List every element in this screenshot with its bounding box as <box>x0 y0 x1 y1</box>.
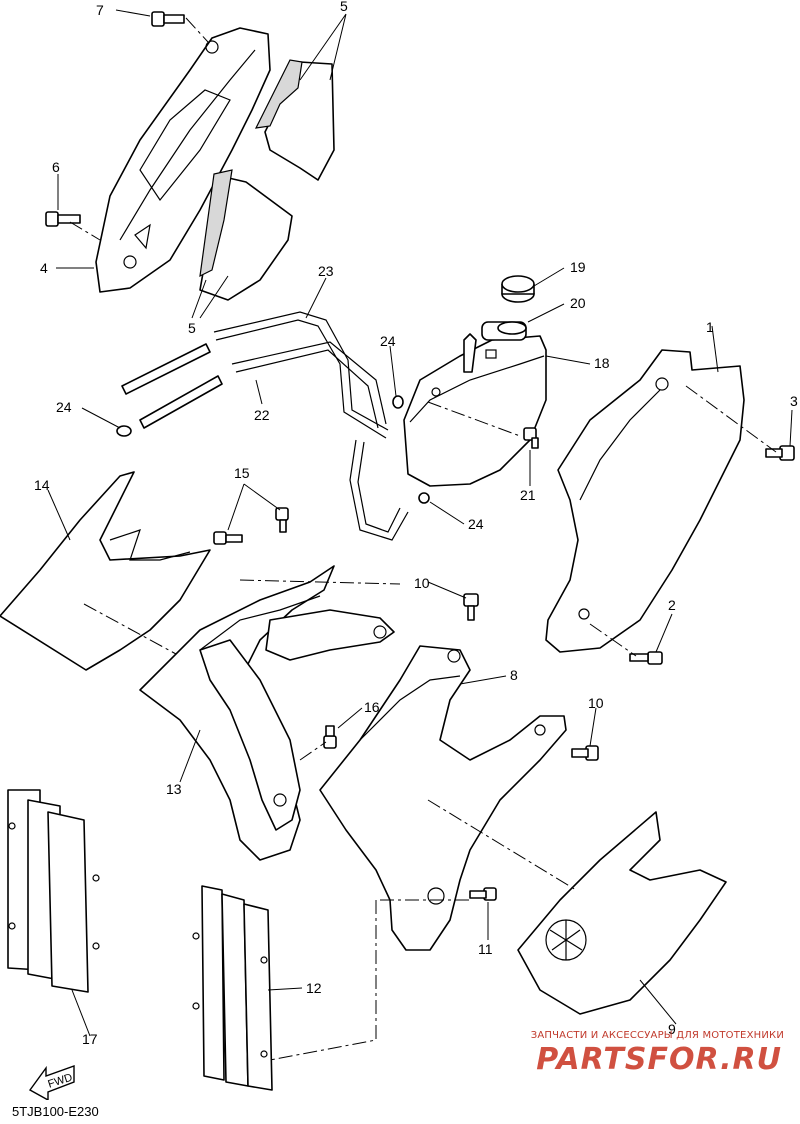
part-18-reservoir-tank <box>403 321 547 487</box>
part-1-side-number-plate <box>545 349 745 653</box>
callout-24-lower: 24 <box>468 516 484 532</box>
part-20-gasket <box>497 321 527 335</box>
bolt-21 <box>523 427 539 449</box>
callout-10-upper: 10 <box>414 575 430 591</box>
clip-24-left <box>116 425 132 437</box>
hose-22 <box>121 343 223 429</box>
bolt-2 <box>629 651 663 665</box>
callout-22: 22 <box>254 407 270 423</box>
callout-24-upper: 24 <box>380 333 396 349</box>
callout-15: 15 <box>234 465 250 481</box>
callout-24-left: 24 <box>56 399 72 415</box>
callout-12: 12 <box>306 980 322 996</box>
callout-13: 13 <box>166 781 182 797</box>
callout-19: 19 <box>570 259 586 275</box>
part-13-radiator-shroud-left <box>139 565 395 861</box>
bolt-6 <box>45 211 81 227</box>
callout-21: 21 <box>520 487 536 503</box>
part-5-lower-decal <box>199 169 293 301</box>
callout-10-right: 10 <box>588 695 604 711</box>
callout-4: 4 <box>40 260 48 276</box>
bolt-11 <box>469 887 497 901</box>
callout-5-upper: 5 <box>340 0 348 14</box>
callout-1: 1 <box>706 319 714 335</box>
callout-11: 11 <box>478 941 493 957</box>
watermark-logo: PARTSFOR.RU <box>536 1042 782 1077</box>
clip-24-upper <box>392 395 404 409</box>
callout-6: 6 <box>52 159 60 175</box>
part-9-shroud-decal-right <box>517 811 727 1015</box>
callout-18: 18 <box>594 355 610 371</box>
callout-20: 20 <box>570 295 586 311</box>
part-19-cap <box>501 275 535 303</box>
part-4-side-cover-left <box>95 27 271 293</box>
bolt-7 <box>151 11 185 27</box>
callout-9: 9 <box>668 1021 676 1037</box>
clip-24-lower <box>418 492 430 504</box>
callout-5-lower: 5 <box>188 320 196 336</box>
diagram-code: 5TJB100-E230 <box>12 1104 99 1119</box>
bolt-10-upper <box>463 593 479 621</box>
part-17-radiator-louver-left <box>7 789 100 993</box>
part-12-radiator-louver <box>192 885 273 1091</box>
bolt-10-right <box>571 745 599 761</box>
callout-23: 23 <box>318 263 334 279</box>
bolt-15-right <box>275 507 289 533</box>
watermark-caption: ЗАПЧАСТИ И АКСЕССУАРЫ ДЛЯ МОТОТЕХНИКИ <box>530 1030 784 1041</box>
callout-14: 14 <box>34 477 50 493</box>
part-8-radiator-shroud-right <box>319 645 567 951</box>
leader-lines <box>47 9 793 1037</box>
callout-7: 7 <box>96 2 104 18</box>
callout-2: 2 <box>668 597 676 613</box>
bolt-3 <box>765 445 795 461</box>
bolt-16 <box>323 725 337 749</box>
callout-8: 8 <box>510 667 518 683</box>
hose-23 <box>213 311 409 541</box>
bolt-15-left <box>213 531 243 545</box>
callout-labels: 7 5 6 4 5 23 19 20 18 1 3 24 24 22 21 24… <box>34 0 798 1047</box>
callout-3: 3 <box>790 393 798 409</box>
forward-direction-arrow-icon: FWD <box>28 1065 75 1100</box>
callout-17: 17 <box>82 1031 98 1047</box>
part-14-shroud-decal-left <box>0 471 211 671</box>
alignment-lines <box>69 17 777 1061</box>
callout-16: 16 <box>364 699 380 715</box>
part-5-upper-decal <box>254 59 335 181</box>
